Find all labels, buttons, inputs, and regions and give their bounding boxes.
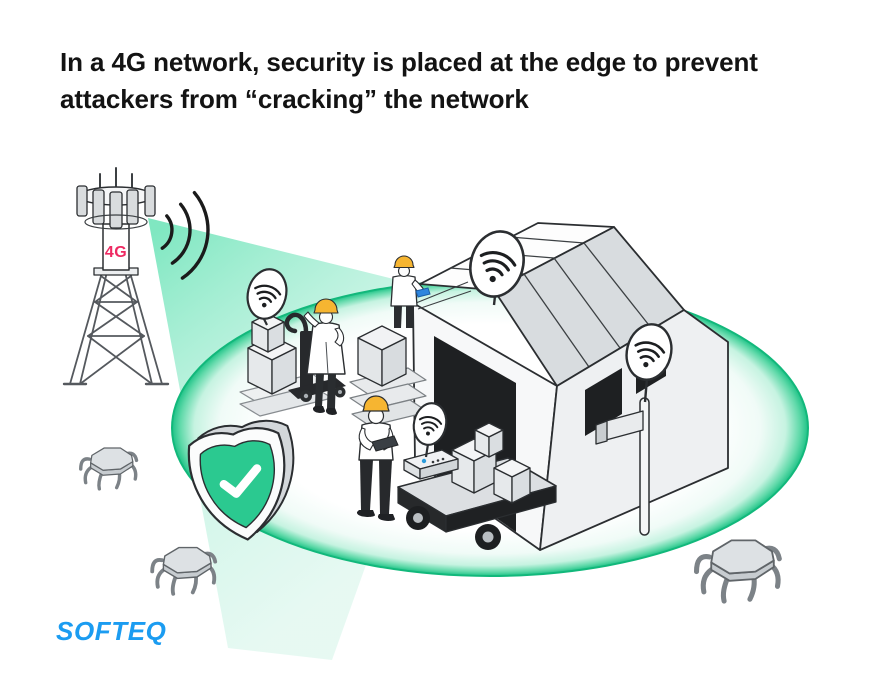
- hard-hat-icon: [393, 255, 415, 269]
- worker-with-pallet-jack: [303, 298, 346, 415]
- satellite-dish-roof: [469, 230, 525, 306]
- worker-with-tablet: [356, 395, 399, 521]
- shield-face: [199, 440, 275, 529]
- guy-wires: [415, 281, 472, 310]
- tower-mast: [102, 223, 130, 271]
- hard-hat-icon: [313, 298, 339, 314]
- headline-line1: In a 4G network, security is placed at t…: [60, 47, 758, 77]
- router-led: [421, 458, 427, 464]
- spider-robot-attacker-1: [79, 446, 139, 491]
- agv-boxes: [451, 422, 531, 504]
- worker-on-ladder: [390, 255, 431, 328]
- hard-hat-icon: [362, 395, 390, 412]
- satellite-dish-agv: [412, 402, 448, 458]
- agv-robot-cart: [397, 422, 557, 550]
- softeq-logo: SOFTEQ: [56, 616, 167, 646]
- headline: In a 4G network, security is placed at t…: [60, 44, 830, 118]
- tablet: [371, 435, 399, 452]
- spider-robot-attacker-3: [697, 540, 780, 601]
- surveillance-camera-pole: [595, 397, 650, 536]
- satellite-dish-pallet: [246, 268, 288, 326]
- iot-gateway-router: [403, 449, 459, 480]
- antenna-array: [76, 167, 156, 230]
- laptop: [415, 287, 431, 298]
- shield-check-icon: [219, 464, 262, 498]
- satellite-dish-wall: [625, 323, 673, 403]
- spider-robot-attacker-2: [150, 545, 218, 596]
- radio-signal-waves-icon: [160, 191, 210, 280]
- agv-wheel: [406, 506, 501, 550]
- tower-lattice: [62, 275, 170, 386]
- tower-label: 4G: [105, 244, 127, 261]
- 4g-cell-tower: 4G: [62, 167, 170, 386]
- security-camera-icon: [595, 410, 644, 445]
- security-shield: [187, 419, 295, 541]
- headline-line2: attackers from “cracking” the network: [60, 84, 529, 114]
